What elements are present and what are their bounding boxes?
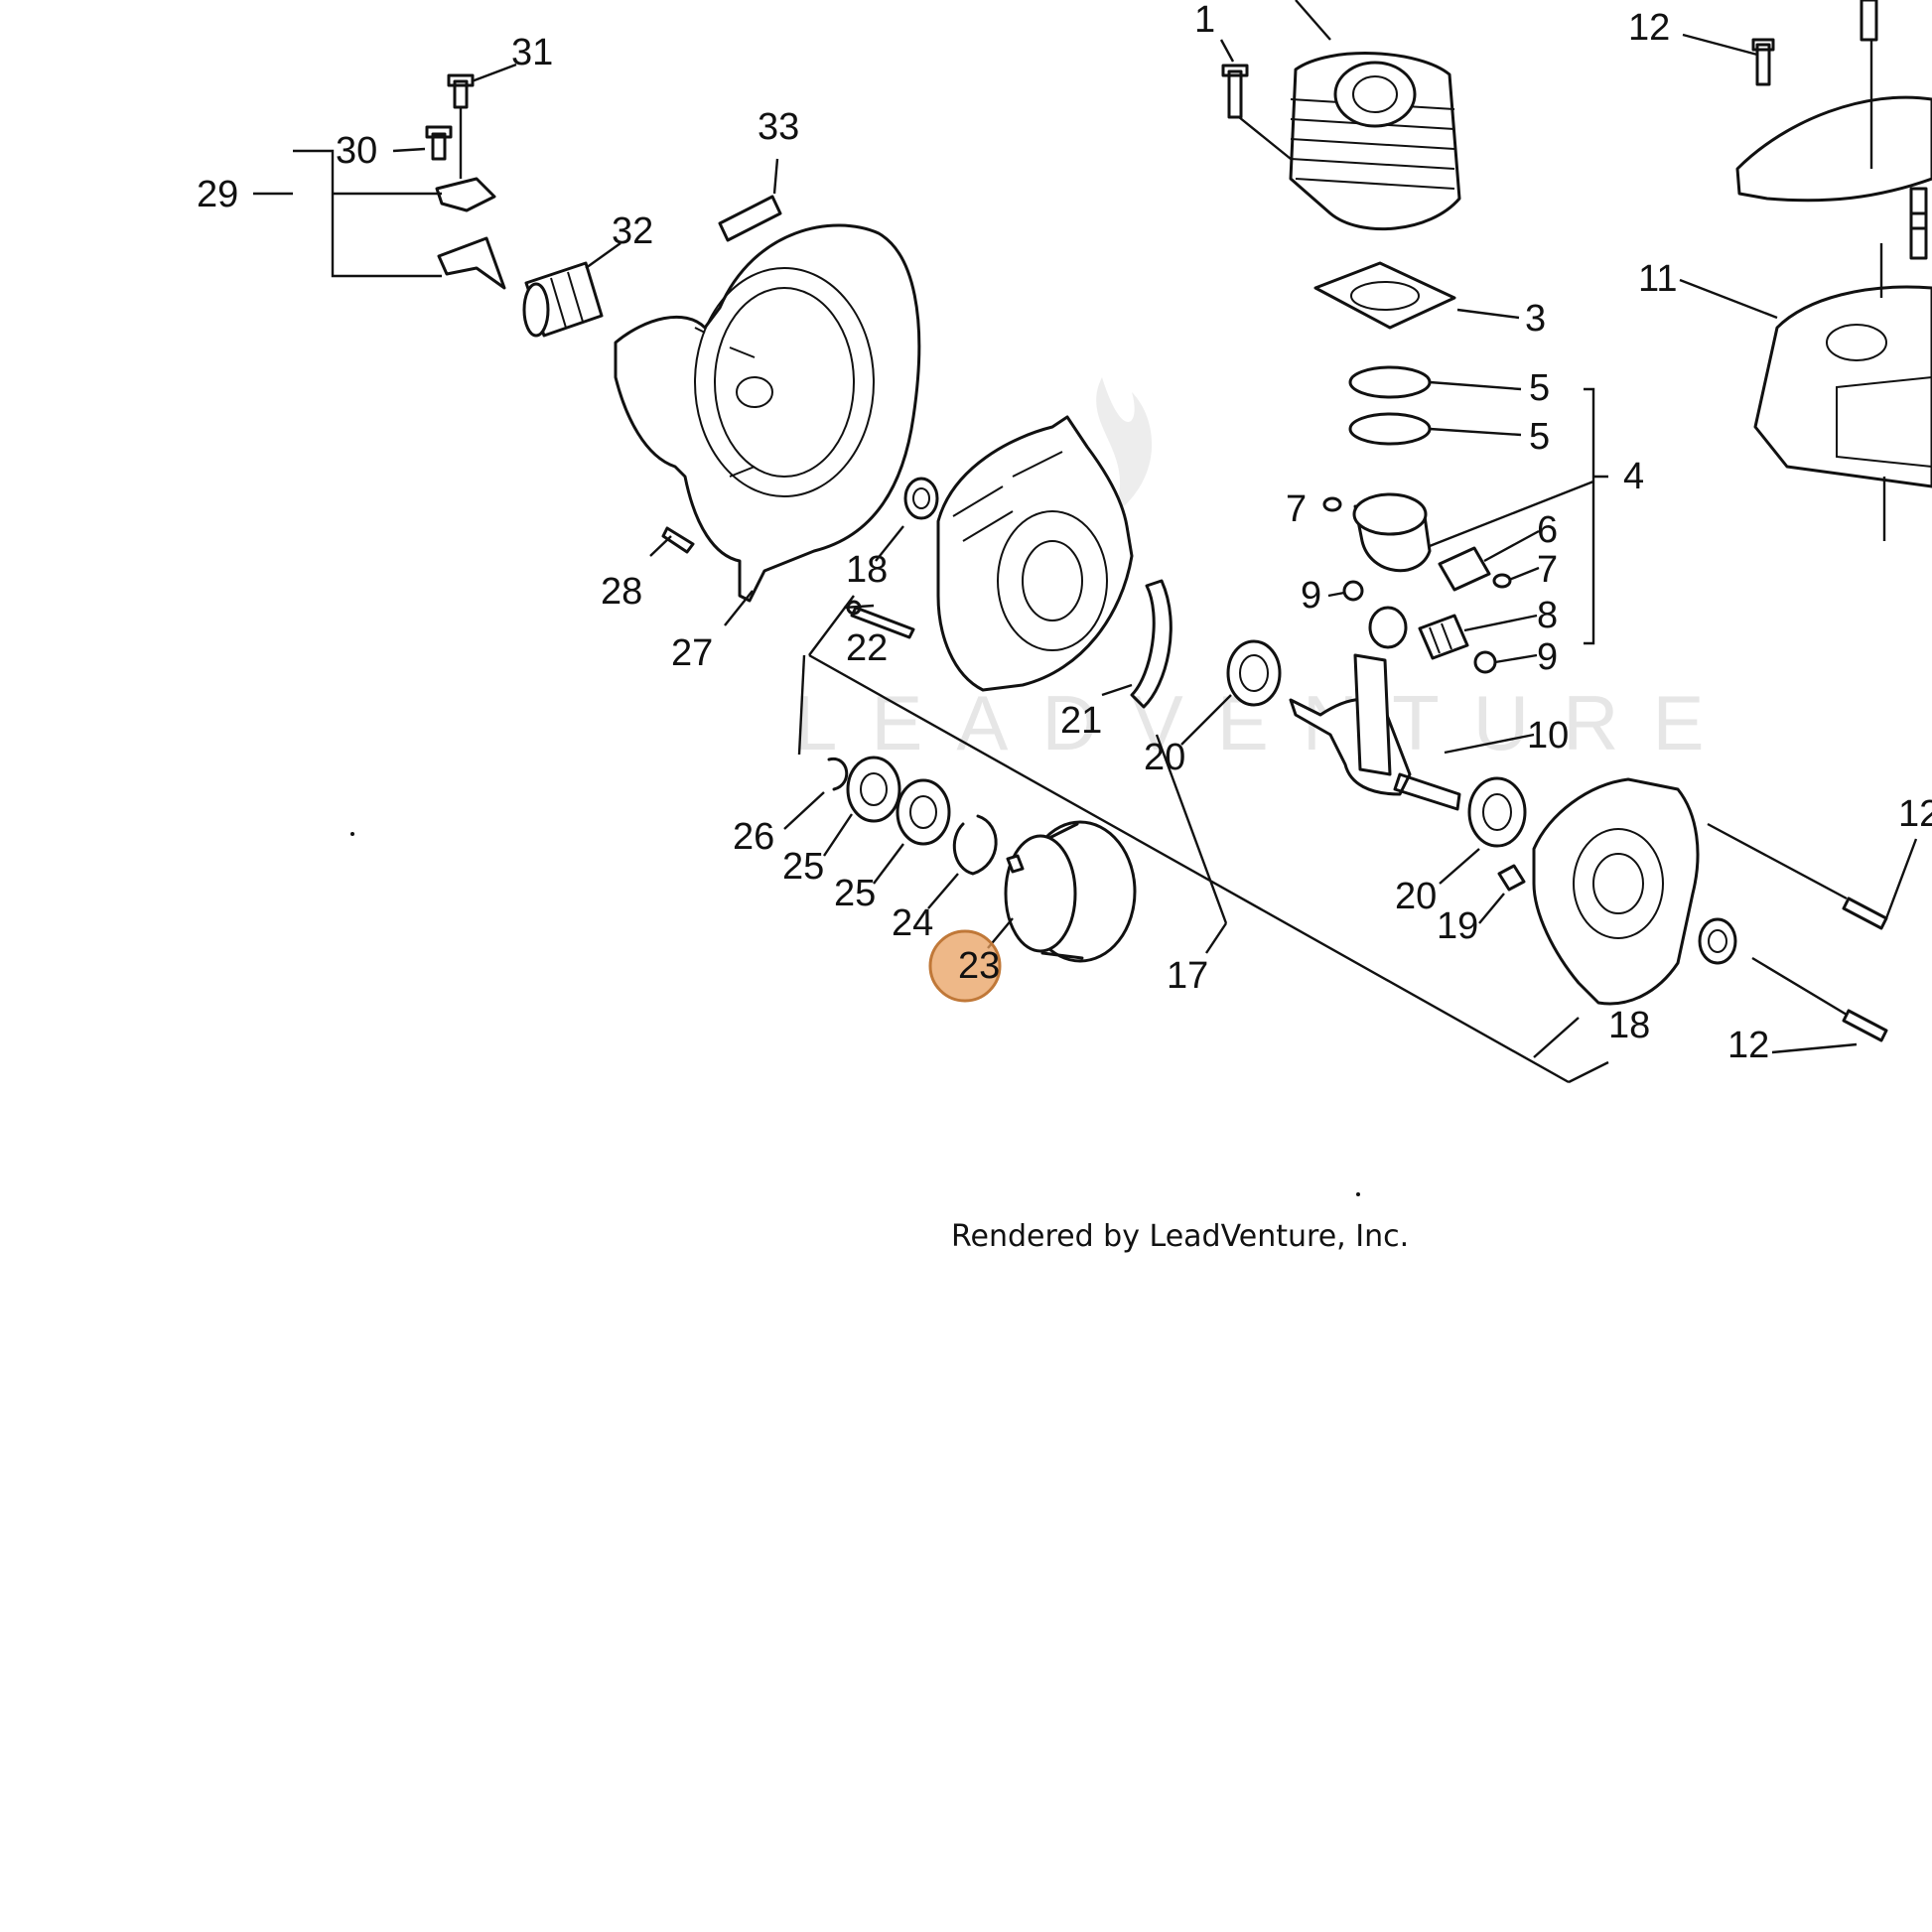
- crankcase-half[interactable]: [936, 415, 1134, 692]
- piston-rings-5[interactable]: [1348, 365, 1608, 645]
- top-cover-part[interactable]: [1682, 0, 1932, 203]
- callout-26[interactable]: 26: [733, 816, 774, 858]
- callout-12-top[interactable]: 12: [1628, 7, 1670, 49]
- callout-25-b[interactable]: 25: [834, 873, 876, 914]
- gasket-3[interactable]: [1313, 261, 1520, 330]
- bracket-29[interactable]: [253, 149, 506, 290]
- callout-7-right[interactable]: 7: [1537, 549, 1558, 591]
- piston-4[interactable]: [1352, 480, 1594, 573]
- callout-18-lower[interactable]: 18: [1608, 1005, 1650, 1046]
- callout-27[interactable]: 27: [671, 632, 713, 674]
- stray-dot: [1356, 1192, 1360, 1196]
- callout-21[interactable]: 21: [1060, 700, 1102, 742]
- label-33[interactable]: [718, 158, 782, 242]
- circlip-26[interactable]: [783, 758, 849, 830]
- seal-18-left[interactable]: [875, 477, 939, 562]
- callout-20-upper[interactable]: 20: [1144, 737, 1185, 778]
- callout-24[interactable]: 24: [892, 902, 933, 944]
- callout-5-a[interactable]: 5: [1529, 367, 1550, 409]
- callout-20-lower[interactable]: 20: [1395, 876, 1437, 917]
- bolts-12-right[interactable]: [1707, 822, 1918, 1054]
- callout-29[interactable]: 29: [197, 174, 238, 215]
- throttle-tube-32[interactable]: [522, 242, 621, 338]
- bolt-31[interactable]: [447, 63, 517, 179]
- callout-31[interactable]: 31: [511, 32, 553, 73]
- callout-9-left[interactable]: 9: [1301, 575, 1321, 617]
- crankcase-right[interactable]: [1532, 777, 1700, 1006]
- piston-clips-7[interactable]: [1322, 496, 1540, 589]
- callout-28[interactable]: 28: [601, 571, 642, 613]
- callout-8[interactable]: 8: [1537, 595, 1558, 636]
- callout-25-a[interactable]: 25: [782, 846, 824, 888]
- stray-dot: [350, 832, 354, 836]
- watermark: LEADVENTURE: [794, 377, 1704, 766]
- washers-9[interactable]: [1327, 580, 1538, 674]
- gasket-21[interactable]: [1101, 579, 1173, 709]
- screw-28[interactable]: [649, 526, 695, 557]
- piston-pin-6[interactable]: [1438, 529, 1540, 592]
- callout-19[interactable]: 19: [1437, 905, 1478, 947]
- callout-6[interactable]: 6: [1537, 509, 1558, 551]
- needle-bearing-8[interactable]: [1418, 614, 1538, 660]
- screw-22[interactable]: [843, 600, 915, 639]
- callout-5-b[interactable]: 5: [1529, 416, 1550, 458]
- callout-1[interactable]: 1: [1194, 0, 1215, 41]
- clutch-drum-23[interactable]: [987, 820, 1137, 963]
- highlight-23[interactable]: [928, 929, 1002, 1003]
- circlip-24[interactable]: [927, 814, 998, 909]
- pin-19[interactable]: [1478, 864, 1526, 924]
- shroud-11[interactable]: [1679, 187, 1932, 541]
- callout-30[interactable]: 30: [336, 130, 377, 172]
- bolt-1[interactable]: [1219, 39, 1292, 160]
- callout-7-left[interactable]: 7: [1286, 488, 1307, 530]
- callout-12-right[interactable]: 12: [1898, 793, 1932, 835]
- callout-22[interactable]: 22: [846, 627, 888, 669]
- callout-23[interactable]: 23: [958, 945, 1000, 987]
- callout-3[interactable]: 3: [1525, 298, 1546, 340]
- callout-4[interactable]: 4: [1623, 456, 1644, 497]
- credit-text: Rendered by LeadVenture, Inc.: [951, 1219, 1409, 1254]
- seal-18-right[interactable]: [1533, 917, 1737, 1058]
- callout-12-bottom[interactable]: 12: [1727, 1025, 1769, 1066]
- cylinder-part[interactable]: [1289, 0, 1461, 231]
- callout-10[interactable]: 10: [1527, 715, 1569, 757]
- fan-housing-27[interactable]: [614, 223, 921, 626]
- bearing-20-upper[interactable]: [1180, 639, 1282, 746]
- callout-32[interactable]: 32: [612, 210, 653, 252]
- assembly-bracket-17[interactable]: [797, 595, 1609, 1084]
- callout-33[interactable]: 33: [758, 106, 799, 148]
- bolt-30[interactable]: [392, 125, 453, 161]
- bearings-25[interactable]: [823, 756, 951, 885]
- callout-18-upper[interactable]: 18: [846, 549, 888, 591]
- callout-11[interactable]: 11: [1638, 258, 1677, 300]
- callout-labels: 1 12 31 30 29 33 32 3 11 5 5 4 7 6 7 18 …: [197, 0, 1932, 1066]
- callout-9-right[interactable]: 9: [1537, 636, 1558, 678]
- callout-17[interactable]: 17: [1167, 955, 1208, 997]
- bearing-20-lower[interactable]: [1439, 776, 1527, 885]
- crankshaft-10[interactable]: [1289, 606, 1535, 811]
